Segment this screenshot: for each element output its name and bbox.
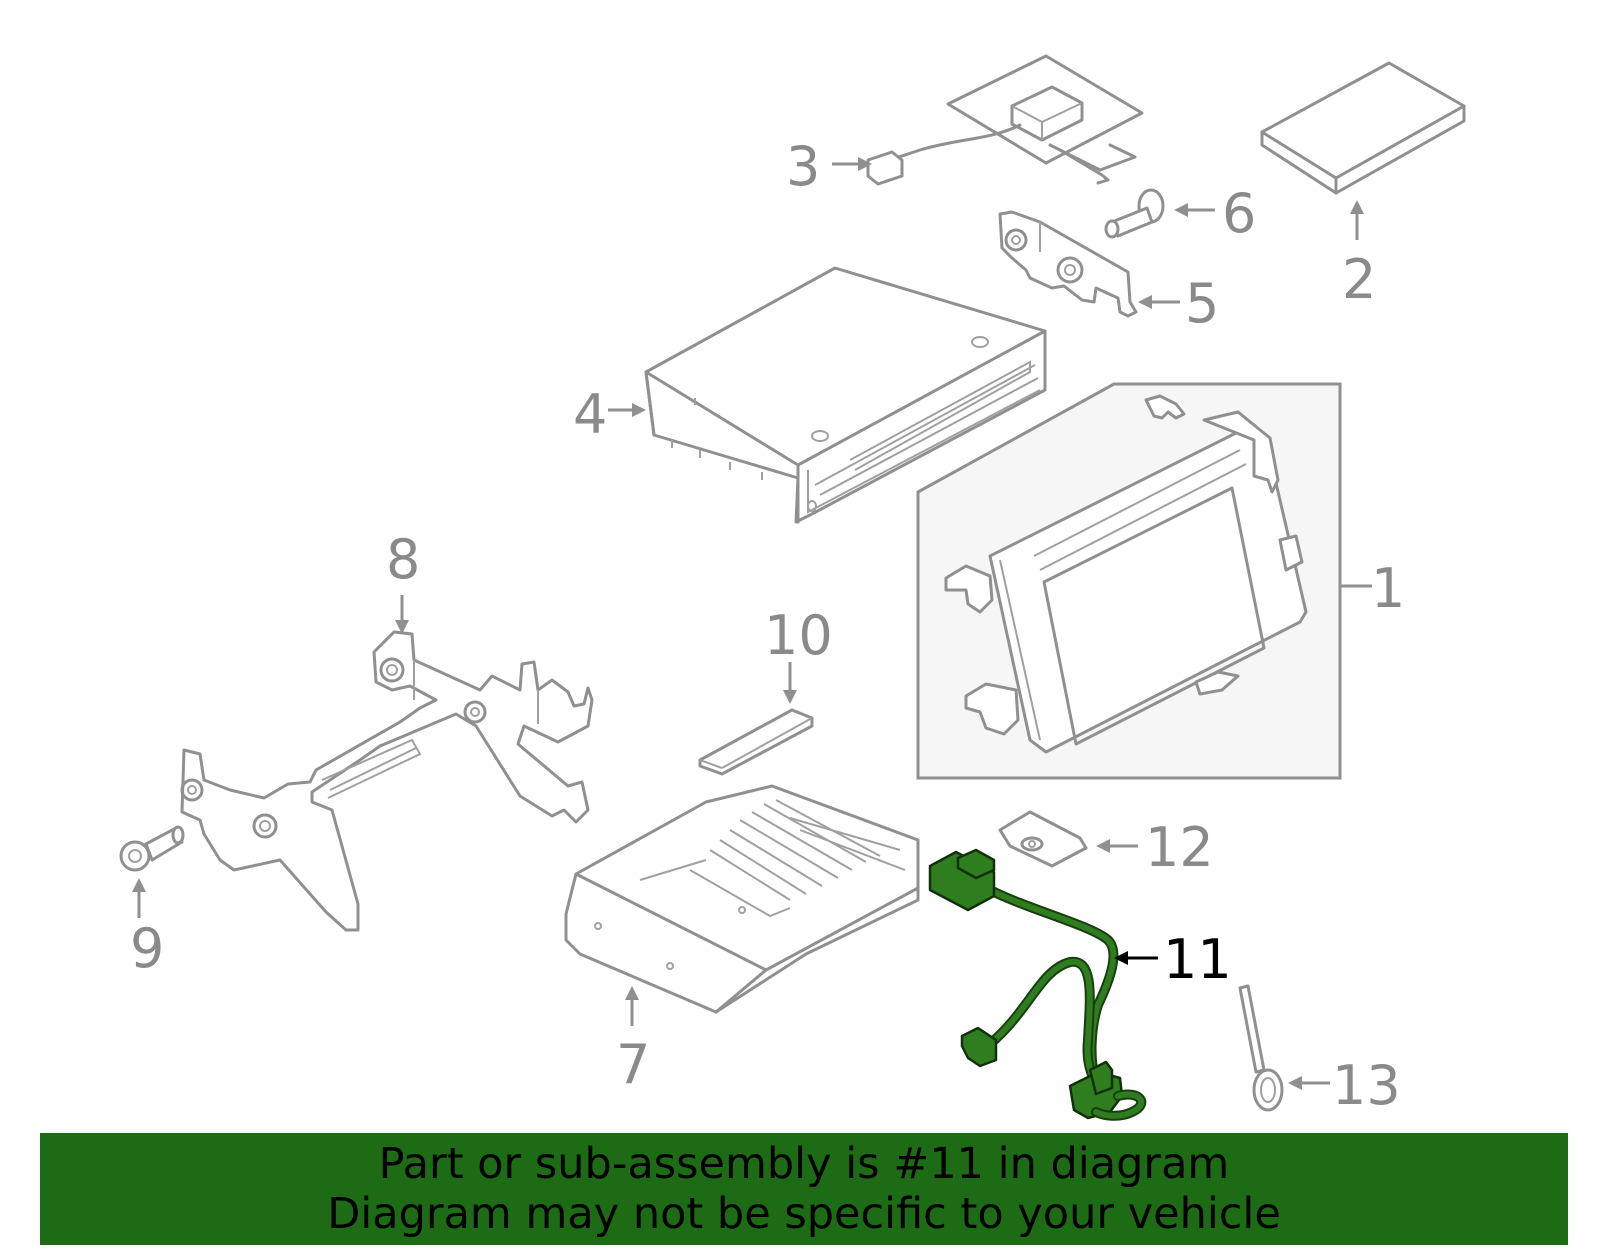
- callout-2: 2: [1342, 248, 1376, 311]
- callout-7: 7: [616, 1033, 650, 1096]
- info-banner: Part or sub-assembly is #11 in diagram D…: [40, 1133, 1568, 1245]
- callout-4: 4: [573, 383, 607, 446]
- callout-11: 11: [1163, 928, 1232, 991]
- callout-6: 6: [1222, 182, 1256, 245]
- part-6-screw: [1104, 188, 1165, 239]
- callout-8: 8: [386, 528, 420, 591]
- part-11-wiring-harness: [928, 848, 1147, 1121]
- part-3-antenna-module: [866, 54, 1144, 186]
- callout-9: 9: [130, 917, 164, 980]
- callout-10: 10: [764, 604, 833, 667]
- callout-5-arrow: [1138, 295, 1180, 309]
- callout-3-arrow: [832, 157, 872, 171]
- part-2-card: [1260, 61, 1466, 195]
- callout-2-arrow: [1350, 200, 1364, 240]
- part-13-zip-tie: [1238, 984, 1284, 1112]
- callout-3: 3: [786, 135, 820, 198]
- part-10-pad: [698, 708, 814, 776]
- part-4-main-unit: [644, 266, 1047, 524]
- callout-13-arrow: [1288, 1076, 1330, 1090]
- callout-4-arrow: [608, 403, 646, 417]
- part-1-display-inset: [916, 382, 1342, 780]
- part-9-bolt: [119, 825, 185, 872]
- callout-9-arrow: [132, 878, 146, 918]
- callout-5: 5: [1185, 272, 1219, 335]
- part-7-amplifier: [564, 784, 920, 1014]
- callout-12: 12: [1145, 816, 1214, 879]
- callout-7-arrow: [625, 986, 639, 1026]
- callout-10-arrow: [783, 662, 797, 704]
- callout-1: 1: [1371, 557, 1405, 620]
- part-5-bracket: [998, 210, 1138, 318]
- callout-8-arrow: [395, 595, 409, 634]
- callout-11-arrow: [1114, 951, 1158, 965]
- part-8-bracket: [180, 630, 594, 932]
- banner-line-2: Diagram may not be specific to your vehi…: [327, 1189, 1281, 1239]
- part-12-plate: [998, 810, 1088, 868]
- callout-12-arrow: [1096, 839, 1138, 853]
- callout-6-arrow: [1174, 203, 1215, 217]
- callout-13: 13: [1332, 1054, 1401, 1117]
- banner-line-1: Part or sub-assembly is #11 in diagram: [378, 1139, 1230, 1189]
